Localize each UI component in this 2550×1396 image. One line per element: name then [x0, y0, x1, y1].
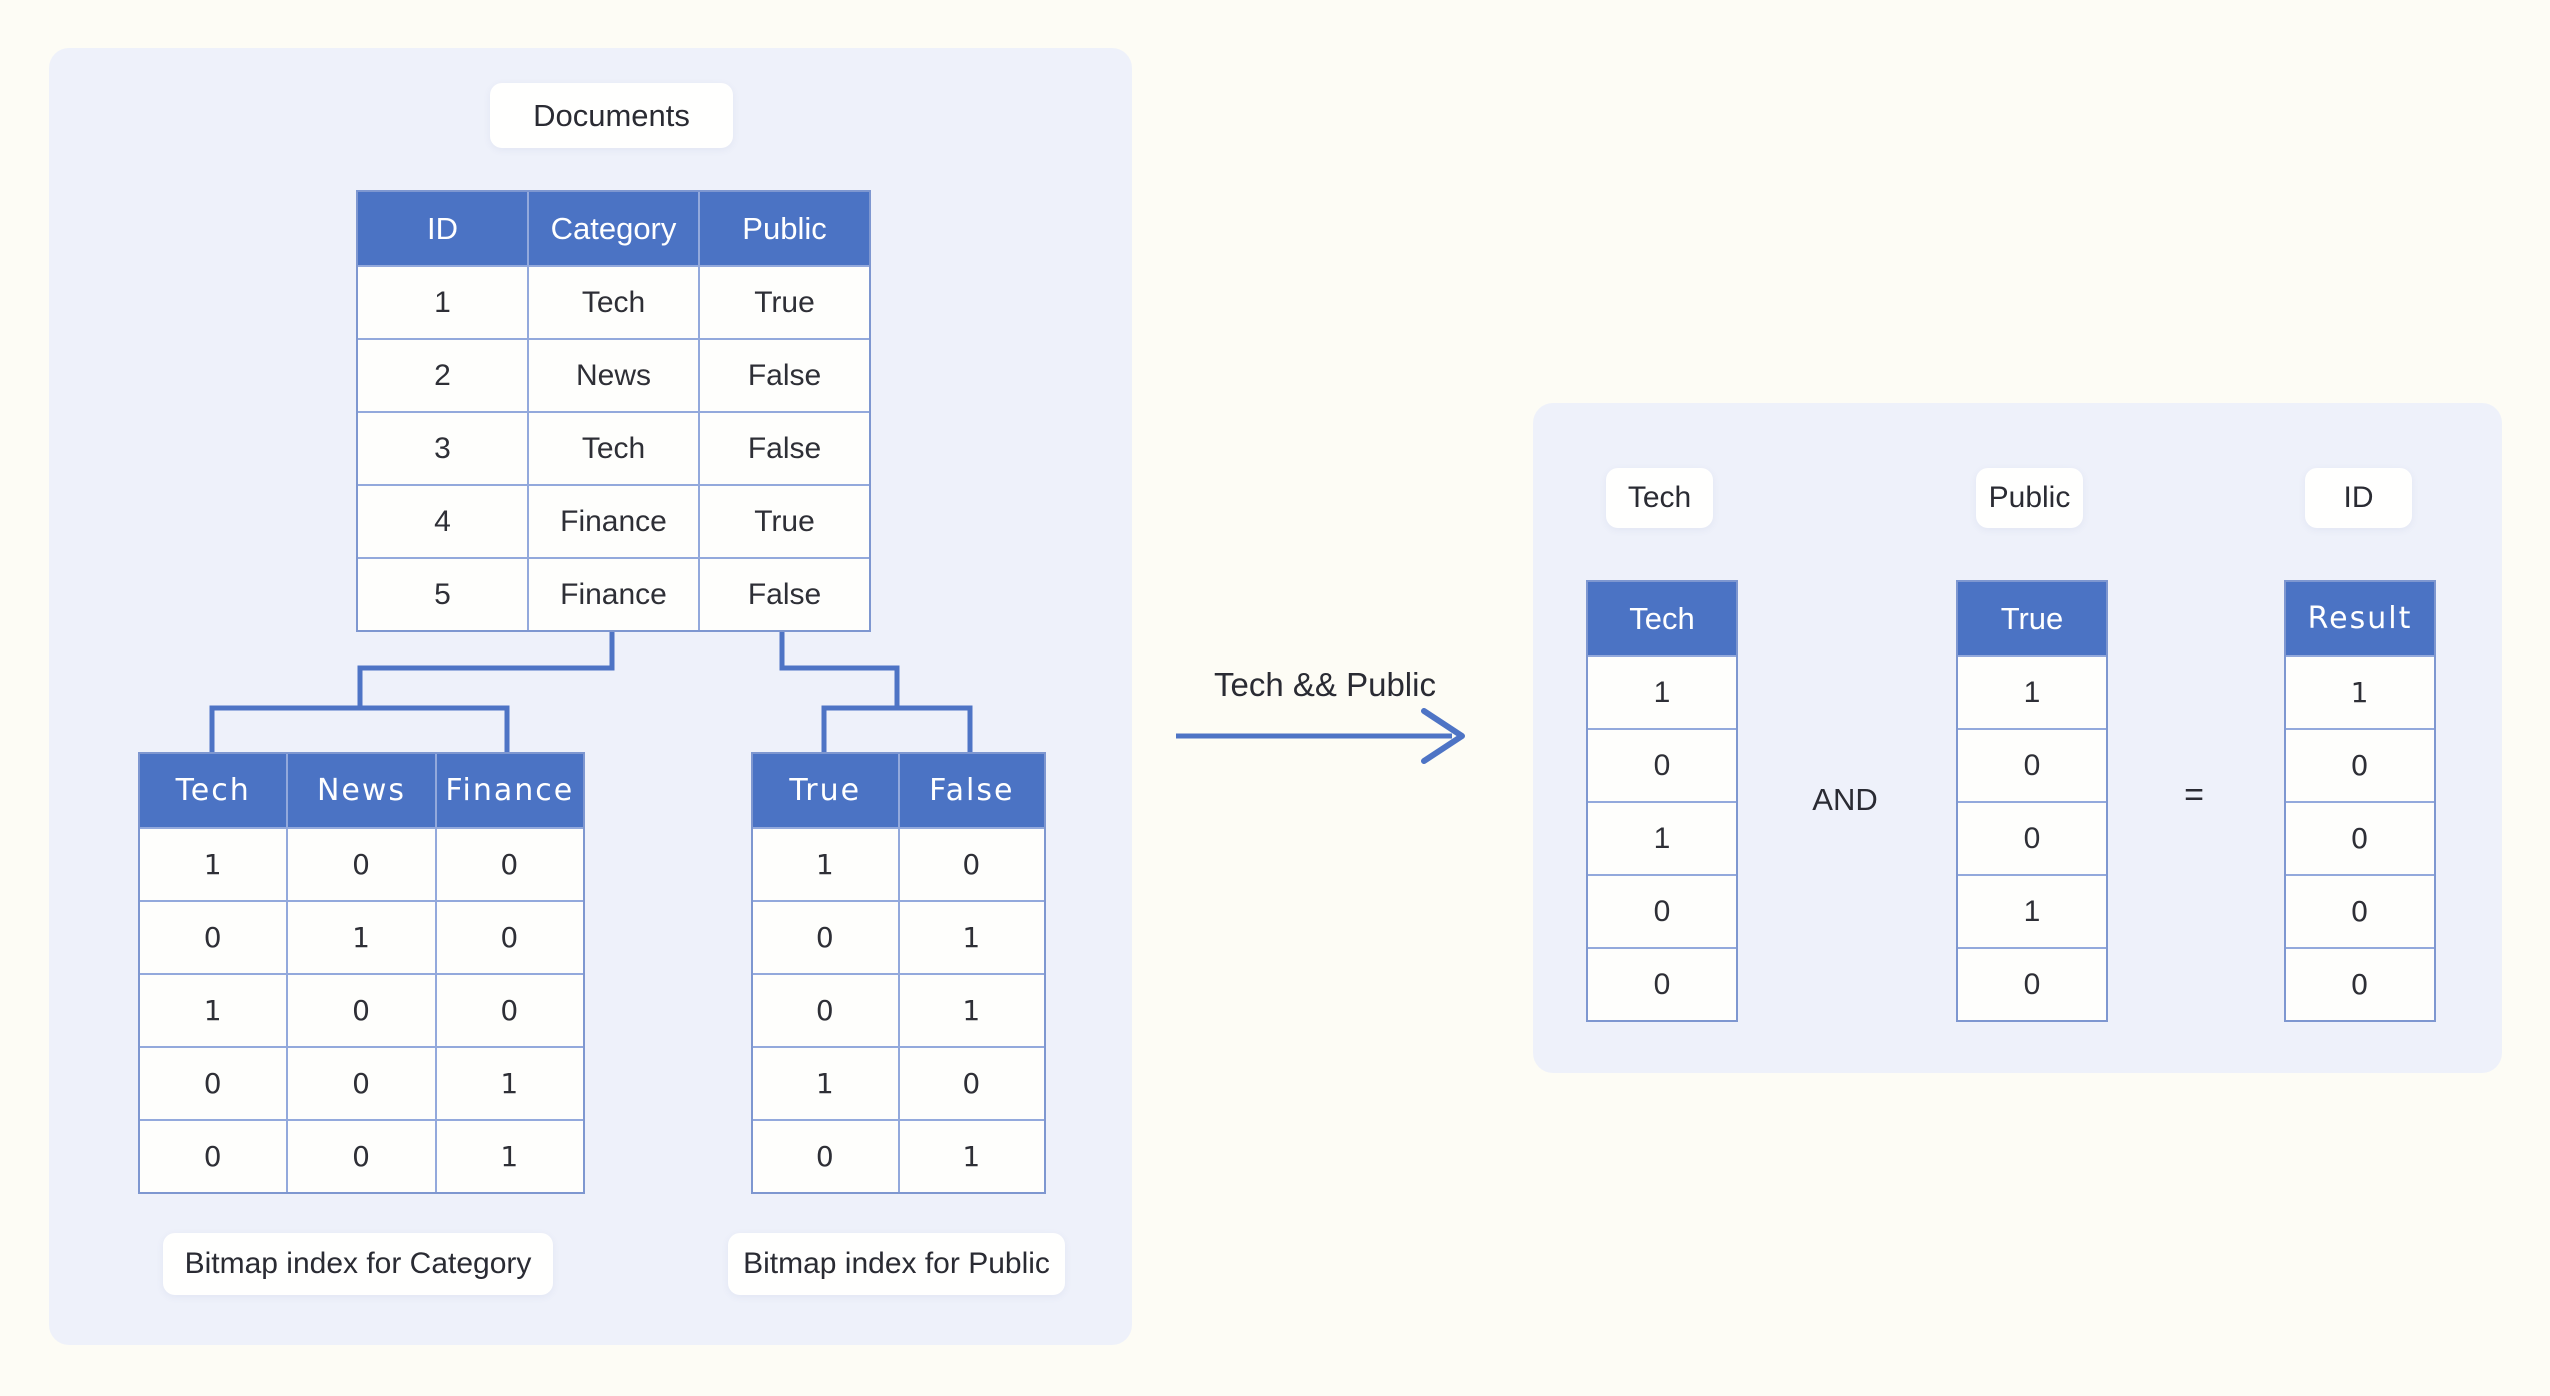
- value-cell: 1: [358, 267, 527, 338]
- value-cell: 3: [358, 413, 527, 484]
- value-cell: 0: [140, 1048, 287, 1119]
- value-cell: Finance: [529, 559, 698, 630]
- header-cell: Category: [529, 192, 698, 265]
- value-cell: 1: [2286, 657, 2434, 728]
- header-cell: True: [753, 754, 898, 827]
- value-cell: 4: [358, 486, 527, 557]
- header-cell: Finance: [436, 754, 583, 827]
- value-cell: True: [700, 486, 869, 557]
- value-cell: 1: [1588, 803, 1736, 874]
- value-cell: 1: [140, 829, 287, 900]
- value-cell: True: [700, 267, 869, 338]
- value-cell: 1: [753, 1048, 898, 1119]
- value-cell: 0: [1958, 803, 2106, 874]
- value-cell: Tech: [529, 413, 698, 484]
- header-cell: ID: [358, 192, 527, 265]
- value-cell: 1: [899, 902, 1044, 973]
- public-label-chip: Public: [1976, 468, 2083, 528]
- value-cell: 0: [753, 975, 898, 1046]
- value-cell: 1: [436, 1121, 583, 1192]
- value-cell: 1: [288, 902, 435, 973]
- header-cell: Tech: [1588, 582, 1736, 655]
- value-cell: 0: [899, 829, 1044, 900]
- value-cell: 0: [140, 1121, 287, 1192]
- value-cell: News: [529, 340, 698, 411]
- value-cell: 0: [436, 902, 583, 973]
- value-cell: 1: [140, 975, 287, 1046]
- value-cell: 0: [1958, 949, 2106, 1020]
- query-expression-label: Tech && Public: [1214, 666, 1436, 703]
- value-cell: False: [700, 413, 869, 484]
- value-cell: 0: [1588, 730, 1736, 801]
- value-cell: 0: [2286, 949, 2434, 1020]
- header-cell: News: [288, 754, 435, 827]
- value-cell: Finance: [529, 486, 698, 557]
- value-cell: 0: [288, 975, 435, 1046]
- value-cell: 1: [1588, 657, 1736, 728]
- value-cell: 0: [2286, 876, 2434, 947]
- value-cell: 0: [1958, 730, 2106, 801]
- value-cell: Tech: [529, 267, 698, 338]
- value-cell: 0: [1588, 876, 1736, 947]
- header-cell: False: [899, 754, 1044, 827]
- value-cell: 0: [1588, 949, 1736, 1020]
- value-cell: 1: [436, 1048, 583, 1119]
- equals-operator-label: =: [2184, 776, 2204, 814]
- public-bitmap-caption: Bitmap index for Public: [728, 1233, 1065, 1295]
- value-cell: 1: [899, 1121, 1044, 1192]
- value-cell: False: [700, 559, 869, 630]
- value-cell: 1: [1958, 657, 2106, 728]
- value-cell: 0: [2286, 803, 2434, 874]
- value-cell: 0: [140, 902, 287, 973]
- value-cell: 0: [288, 1048, 435, 1119]
- tech-label-chip: Tech: [1606, 468, 1713, 528]
- value-cell: 0: [288, 829, 435, 900]
- header-cell: Public: [700, 192, 869, 265]
- header-cell: Tech: [140, 754, 287, 827]
- category-bitmap-caption: Bitmap index for Category: [163, 1233, 553, 1295]
- value-cell: 1: [899, 975, 1044, 1046]
- value-cell: 0: [899, 1048, 1044, 1119]
- value-cell: 1: [753, 829, 898, 900]
- header-cell: True: [1958, 582, 2106, 655]
- value-cell: 0: [753, 1121, 898, 1192]
- value-cell: 0: [288, 1121, 435, 1192]
- value-cell: 0: [436, 829, 583, 900]
- value-cell: 0: [753, 902, 898, 973]
- value-cell: 0: [2286, 730, 2434, 801]
- and-operator-label: AND: [1812, 782, 1878, 817]
- value-cell: 0: [436, 975, 583, 1046]
- value-cell: 5: [358, 559, 527, 630]
- id-label-chip: ID: [2305, 468, 2412, 528]
- value-cell: 1: [1958, 876, 2106, 947]
- header-cell: Result: [2286, 582, 2434, 655]
- value-cell: False: [700, 340, 869, 411]
- arrow-head-icon: [1421, 708, 1465, 764]
- value-cell: 2: [358, 340, 527, 411]
- documents-label-chip: Documents: [490, 83, 733, 148]
